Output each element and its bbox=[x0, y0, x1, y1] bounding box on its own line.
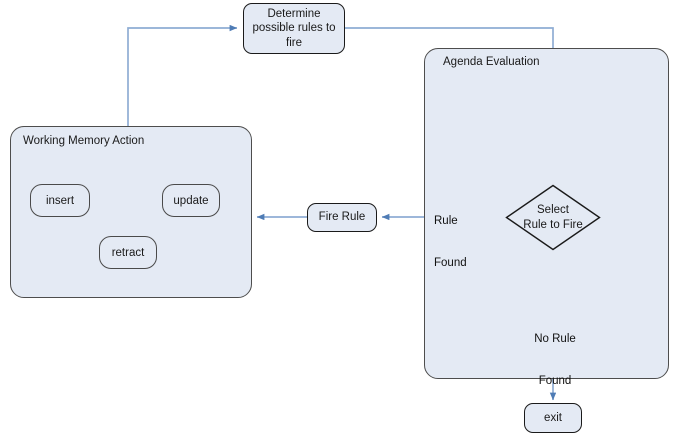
edge-label-rule-found-line-1: Rule bbox=[434, 215, 458, 228]
node-retract[interactable]: retract bbox=[99, 236, 157, 269]
node-insert[interactable]: insert bbox=[30, 184, 90, 217]
container-agenda-label: Agenda Evaluation bbox=[443, 56, 540, 68]
edge-label-rule-found: Rule Found bbox=[434, 186, 467, 298]
edge-label-no-rule-found-line-1: No Rule bbox=[534, 333, 576, 346]
node-determine-line-3: fire bbox=[286, 36, 302, 49]
diamond-shape bbox=[505, 184, 601, 251]
node-determine-line-2: possible rules to bbox=[252, 22, 336, 35]
node-select-rule-to-fire[interactable]: Select Rule to Fire bbox=[505, 184, 601, 251]
node-select-rule-label-group: Select Rule to Fire bbox=[505, 184, 601, 251]
edge-label-no-rule-found-line-2: Found bbox=[538, 375, 572, 388]
edge-label-rule-found-line-2: Found bbox=[434, 257, 467, 270]
node-exit[interactable]: exit bbox=[524, 403, 582, 433]
node-fire-rule[interactable]: Fire Rule bbox=[307, 203, 377, 232]
edge-working-memory-to-determine bbox=[127, 24, 238, 126]
node-retract-label: retract bbox=[111, 246, 145, 259]
node-fire-rule-label: Fire Rule bbox=[318, 211, 366, 224]
container-working-memory-label: Working Memory Action bbox=[23, 135, 145, 147]
edge-label-no-rule-found: No Rule Found bbox=[531, 304, 579, 416]
node-insert-label: insert bbox=[45, 194, 75, 207]
node-update-label: update bbox=[173, 194, 209, 207]
node-update[interactable]: update bbox=[162, 184, 220, 217]
node-determine-possible-rules[interactable]: Determine possible rules to fire bbox=[243, 3, 345, 54]
node-exit-label: exit bbox=[544, 411, 562, 424]
node-select-rule-line-1: Select bbox=[537, 204, 569, 217]
node-determine-line-1: Determine bbox=[267, 7, 321, 20]
node-select-rule-line-2: Rule to Fire bbox=[523, 218, 583, 231]
